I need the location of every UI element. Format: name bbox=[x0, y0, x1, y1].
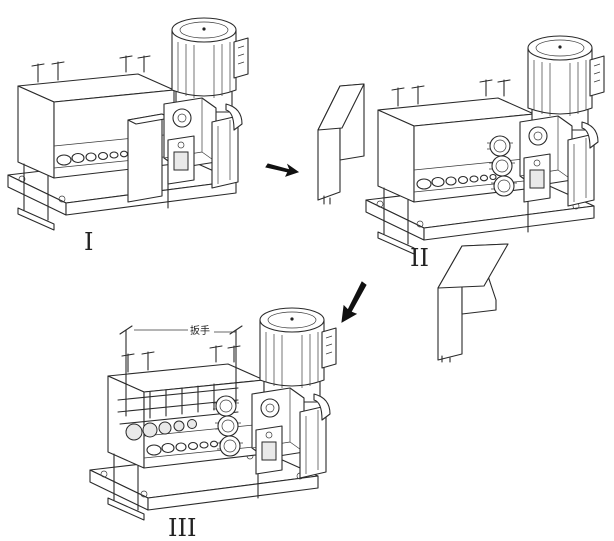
removed-cover-plate bbox=[317, 83, 365, 205]
step-2-motor bbox=[519, 35, 605, 207]
label-step-2: II bbox=[410, 244, 429, 272]
step-3-motor bbox=[251, 307, 337, 479]
assembly-step-3 bbox=[89, 307, 337, 521]
label-wrench: 扳手 bbox=[190, 324, 210, 337]
step-3-roller-shafts bbox=[117, 383, 239, 441]
step-1-motor bbox=[163, 17, 249, 189]
label-step-3: III bbox=[168, 514, 196, 541]
step-1-cover-plate bbox=[127, 113, 163, 203]
step-3-wrench bbox=[119, 325, 243, 417]
assembly-step-2 bbox=[365, 35, 605, 255]
arrow-step-2-to-3 bbox=[341, 281, 367, 323]
arrow-step-1-to-2 bbox=[265, 163, 300, 177]
label-step-1: I bbox=[84, 228, 93, 256]
assembly-step-1 bbox=[7, 17, 249, 231]
removed-side-cover bbox=[437, 243, 509, 363]
